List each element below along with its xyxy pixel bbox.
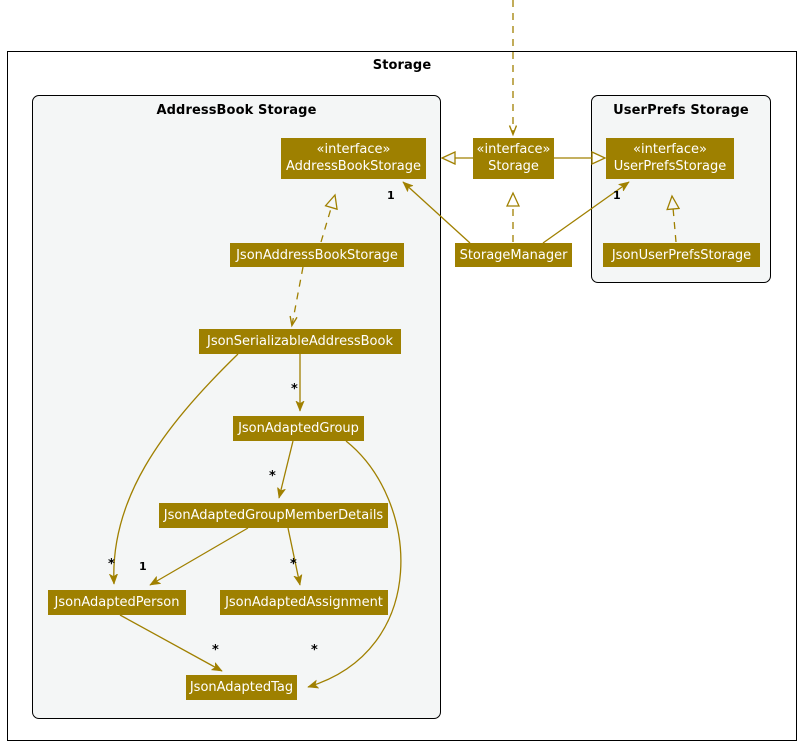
package-addressbook-storage: AddressBook Storage [32, 95, 441, 719]
multiplicity-label: * [108, 557, 115, 572]
class-node-jsonadaptedperson[interactable]: JsonAdaptedPerson [48, 590, 186, 615]
stereotype-label: «interface» [476, 142, 551, 157]
class-node-jsonadaptedgroupmemberdetails[interactable]: JsonAdaptedGroupMemberDetails [159, 503, 388, 528]
class-name-label: JsonAdaptedTag [189, 680, 294, 695]
stereotype-label: «interface» [316, 142, 391, 157]
class-node-storage[interactable]: «interface» Storage [473, 138, 554, 179]
class-name-label: StorageManager [459, 247, 568, 263]
class-name-label: JsonAdaptedAssignment [225, 595, 383, 610]
class-node-jsonadaptedtag[interactable]: JsonAdaptedTag [186, 675, 297, 700]
class-name-label: JsonAdaptedGroup [238, 421, 359, 436]
class-node-jsonadaptedassignment[interactable]: JsonAdaptedAssignment [220, 590, 388, 615]
multiplicity-label: * [212, 643, 219, 658]
package-storage-title: Storage [372, 58, 432, 73]
class-name-label: AddressBookStorage [286, 159, 421, 174]
class-name-label: JsonSerializableAddressBook [207, 334, 393, 349]
class-name-label: JsonAdaptedGroupMemberDetails [163, 508, 384, 523]
class-node-jsonadaptedgroup[interactable]: JsonAdaptedGroup [233, 416, 364, 441]
class-node-userprefsstorage[interactable]: «interface» UserPrefsStorage [606, 138, 734, 179]
multiplicity-label: * [291, 382, 298, 397]
class-name-label: JsonAdaptedPerson [54, 595, 180, 610]
class-name-label: JsonUserPrefsStorage [611, 247, 752, 263]
stereotype-label: «interface» [633, 142, 707, 157]
multiplicity-label: 1 [613, 189, 621, 202]
multiplicity-label: * [269, 469, 276, 484]
class-node-storagemanager[interactable]: StorageManager [455, 243, 572, 267]
package-userprefs-storage-title: UserPrefs Storage [613, 103, 749, 118]
class-name-label: Storage [488, 159, 539, 174]
class-node-jsonserializableaddressbook[interactable]: JsonSerializableAddressBook [199, 329, 401, 354]
class-name-label: UserPrefsStorage [613, 159, 727, 174]
multiplicity-label: * [311, 643, 318, 658]
class-node-addressbookstorage[interactable]: «interface» AddressBookStorage [281, 138, 426, 179]
multiplicity-label: 1 [139, 560, 147, 573]
class-node-jsonaddressbookstorage[interactable]: JsonAddressBookStorage [230, 243, 404, 267]
package-addressbook-storage-title: AddressBook Storage [156, 103, 317, 118]
class-name-label: JsonAddressBookStorage [236, 247, 398, 263]
multiplicity-label: * [290, 557, 297, 572]
multiplicity-label: 1 [387, 189, 395, 202]
class-node-jsonuserprefsstorage[interactable]: JsonUserPrefsStorage [603, 243, 760, 267]
